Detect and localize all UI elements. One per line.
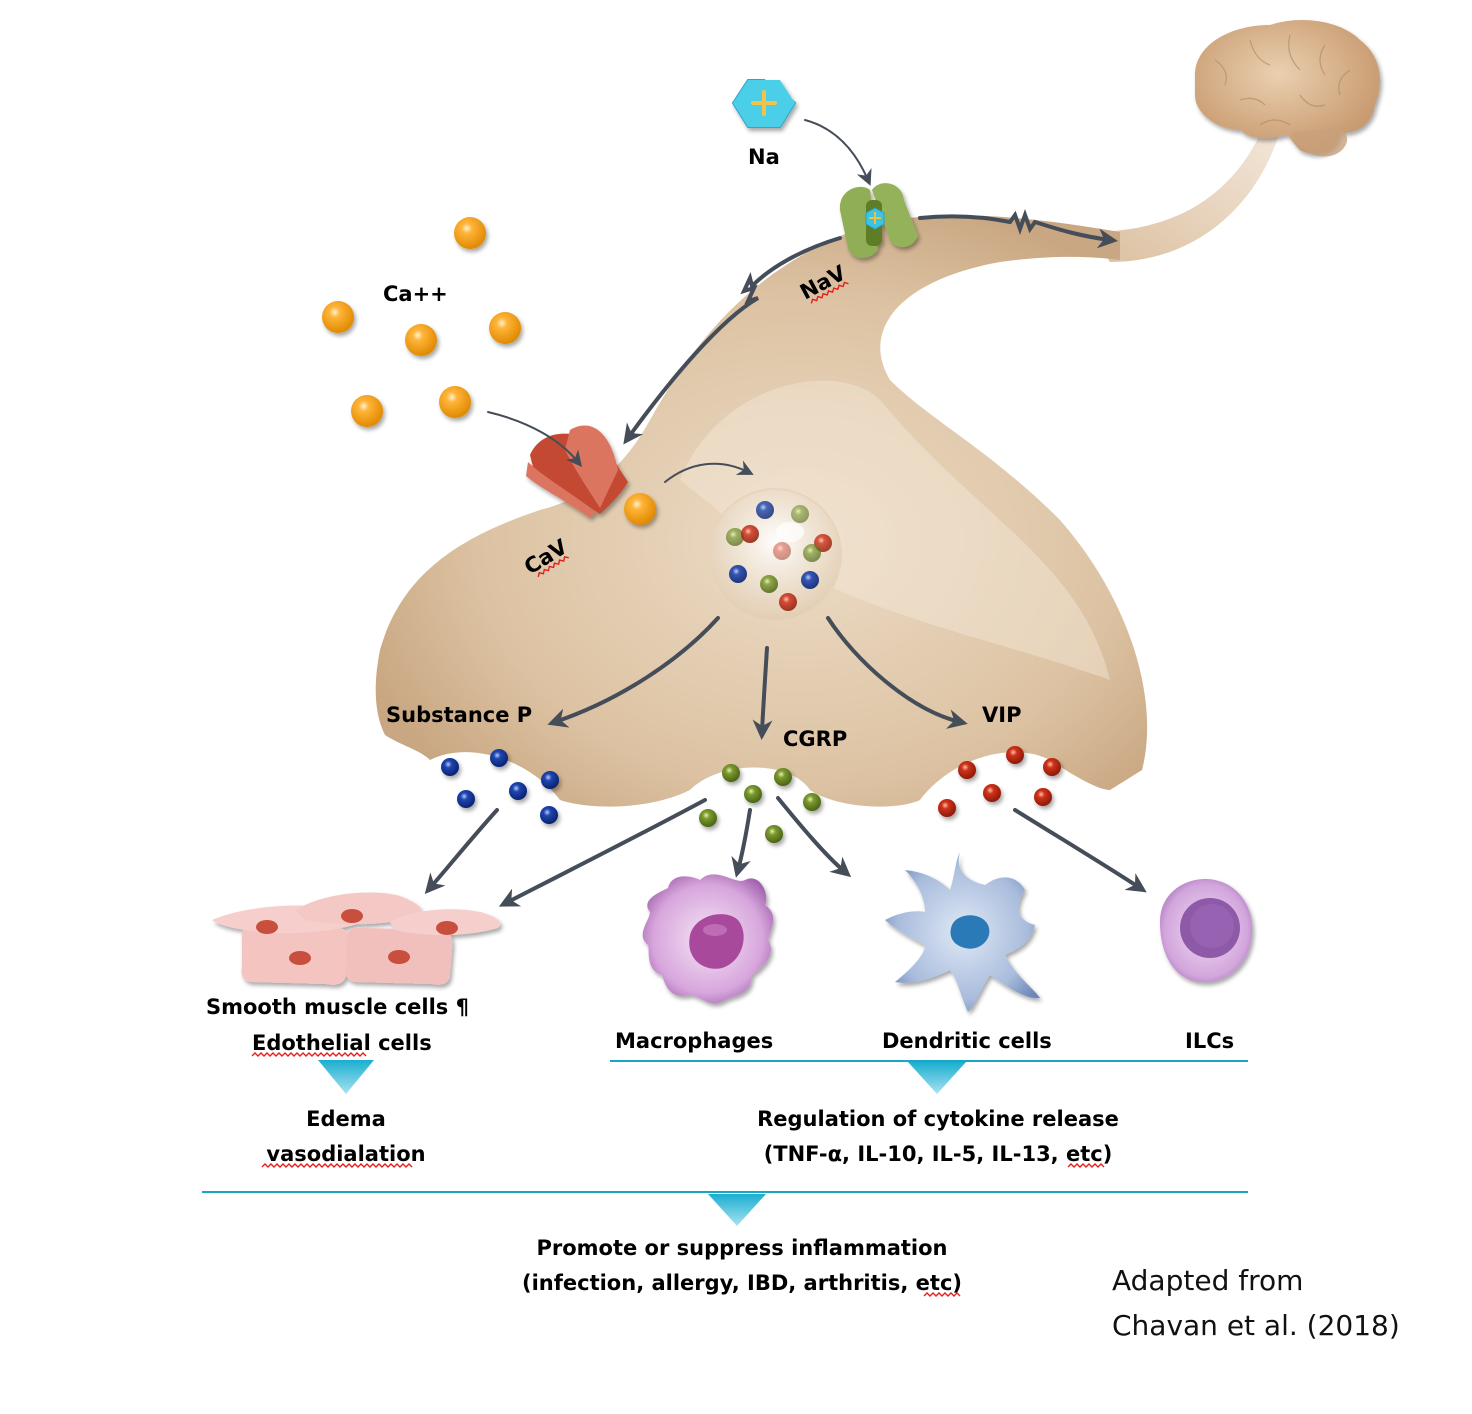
macrophage-icon: [642, 874, 774, 1004]
release-arrow-vip: [826, 616, 968, 729]
nav-channel-icon: [839, 183, 918, 259]
dendritic-cells-label: Dendritic cells: [882, 1029, 1052, 1053]
calcium-ion: [351, 395, 383, 427]
vasodilation-label: vasodialation: [266, 1142, 425, 1166]
neuropeptide-vesicle: [708, 488, 842, 622]
sodium-arrow: [804, 119, 872, 186]
vip-label: VIP: [982, 703, 1021, 727]
release-arrow-substance-p: [547, 616, 720, 728]
arrow-sp-to-smooth-muscle: [424, 808, 499, 895]
calcium-label: Ca++: [383, 282, 448, 306]
arrow-cgrp-to-macrophage: [731, 808, 752, 878]
calcium-to-vesicle-arrow: [664, 460, 754, 483]
brain-icon: [1195, 20, 1380, 154]
arrow-vip-to-ilc: [1013, 808, 1147, 893]
cytokine-triangle: [908, 1062, 966, 1094]
endothelial-label: Edothelial cells: [252, 1031, 432, 1055]
ilc-icon: [1160, 879, 1253, 983]
cgrp-dots: [699, 764, 821, 843]
calcium-ion: [454, 217, 486, 249]
sodium-label: Na: [748, 145, 780, 169]
edema-triangle: [318, 1060, 374, 1094]
release-arrow-cgrp: [752, 646, 773, 740]
calcium-ions: [322, 217, 656, 525]
credit-line2: Chavan et al. (2018): [1112, 1309, 1400, 1342]
edema-label: Edema: [306, 1107, 386, 1131]
arrow-cgrp-to-smooth-muscle: [498, 798, 707, 907]
cav-channel-icon: [526, 425, 628, 518]
sodium-ion-icon: [731, 79, 797, 128]
inflammation-examples-label: (infection, allergy, IBD, arthritis, etc…: [522, 1271, 962, 1295]
substance-p-dots: [441, 749, 559, 824]
calcium-ion: [322, 301, 354, 333]
calcium-ion: [489, 312, 521, 344]
cytokine-examples-label: (TNF-α, IL-10, IL-5, IL-13, etc): [764, 1142, 1113, 1166]
calcium-arrow: [487, 411, 583, 467]
smooth-muscle-label: Smooth muscle cells ¶: [206, 995, 469, 1019]
arrow-cgrp-to-dendritic: [776, 796, 852, 878]
dendritic-cell-icon: [885, 852, 1040, 1012]
ilcs-label: ILCs: [1185, 1029, 1234, 1053]
cerebellum: [1292, 128, 1348, 157]
action-potential-arrow-in: [623, 236, 842, 445]
brain-illustration: [1090, 20, 1380, 262]
smooth-muscle-cells-icon: [212, 892, 501, 985]
inflammation-label: Promote or suppress inflammation: [536, 1236, 947, 1260]
calcium-ion: [439, 386, 471, 418]
cgrp-label: CGRP: [783, 727, 847, 751]
credit-line1: Adapted from: [1112, 1264, 1303, 1297]
calcium-ion: [405, 324, 437, 356]
calcium-ion-inside: [624, 493, 656, 525]
final-triangle: [708, 1194, 766, 1226]
cytokine-label: Regulation of cytokine release: [757, 1107, 1119, 1131]
vip-dots: [938, 746, 1061, 817]
macrophages-label: Macrophages: [615, 1029, 773, 1053]
action-potential-arrow-out: [918, 209, 1118, 249]
substance-p-label: Substance P: [386, 703, 532, 727]
